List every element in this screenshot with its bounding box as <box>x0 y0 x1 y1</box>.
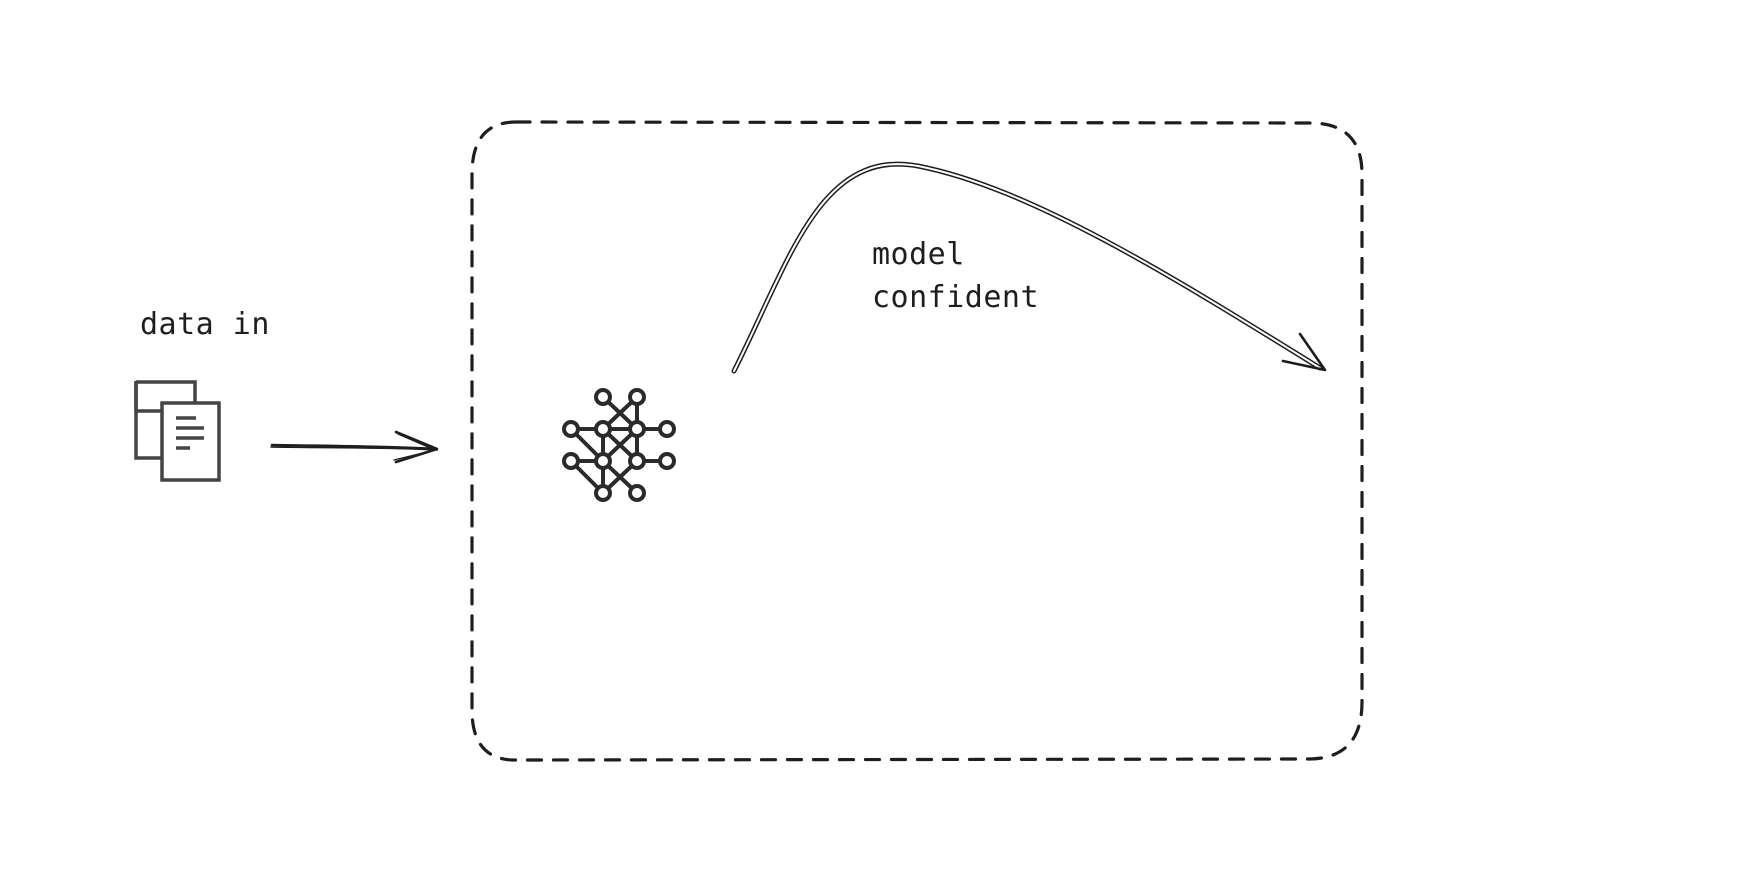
model-container-box <box>470 120 1364 762</box>
documents-icon <box>134 380 221 482</box>
input-label: data in <box>140 307 270 342</box>
confidence-curve-arrow <box>731 161 1327 374</box>
arrow-label: model confident <box>872 237 1039 315</box>
neural-network-icon <box>562 388 676 502</box>
arrow-label-line-2: confident <box>872 280 1039 315</box>
input-arrow <box>270 430 439 464</box>
arrow-label-line-1: model <box>872 237 965 272</box>
